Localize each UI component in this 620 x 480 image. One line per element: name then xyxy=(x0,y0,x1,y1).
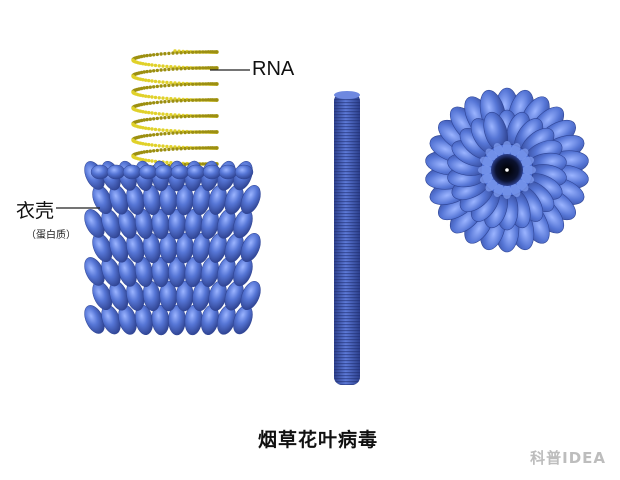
virus-rod xyxy=(334,91,360,385)
caption: 烟草花叶病毒 xyxy=(258,429,379,451)
capsid-segment xyxy=(84,160,261,336)
rna-label: RNA xyxy=(252,58,295,80)
watermark: 科普IDEA xyxy=(530,449,606,467)
rna-helix xyxy=(131,49,219,181)
cross-section-view xyxy=(425,87,589,253)
coat-label: 衣壳 xyxy=(16,200,55,222)
coat-sublabel: （蛋白质） xyxy=(26,230,76,241)
